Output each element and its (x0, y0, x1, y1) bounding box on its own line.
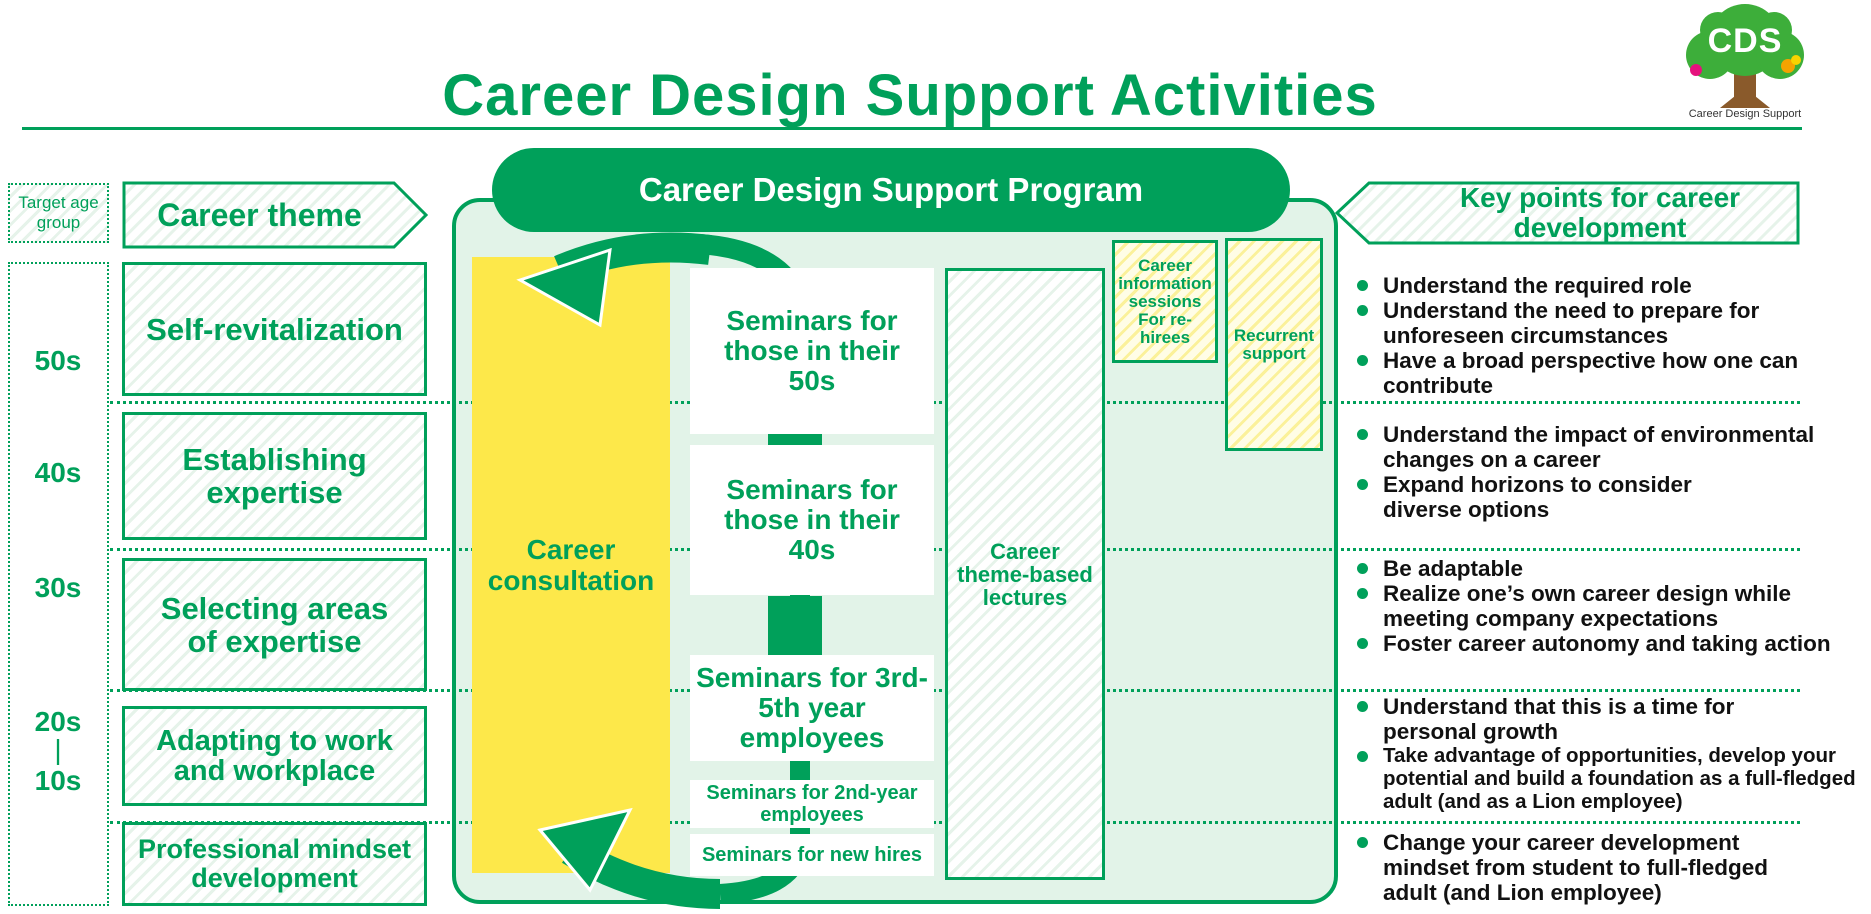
age-column (8, 262, 109, 906)
theme-professional-mindset: Professional mindset development (122, 822, 427, 906)
key-point: Understand the need to prepare for unfor… (1355, 298, 1795, 348)
key-point: Understand that this is a time for perso… (1355, 694, 1795, 744)
key-point: Be adaptable (1355, 556, 1865, 581)
seminar-3rd-5th-year: Seminars for 3rd-5th year employees (690, 655, 934, 761)
pentagon-arrow-shape (122, 181, 429, 249)
target-age-header: Target age group (8, 183, 109, 243)
theme-establishing-expertise: Establishing expertise (122, 412, 427, 540)
key-point: Foster career autonomy and taking action (1355, 631, 1835, 656)
left-pentagon-shape (1335, 181, 1800, 245)
title-underline (22, 127, 1802, 130)
page-title: Career Design Support Activities (442, 63, 1378, 128)
theme-self-revitalization: Self-revitalization (122, 262, 427, 396)
career-info-sessions: Career information sessions For re-hiree… (1112, 240, 1218, 363)
age-separator: | (54, 734, 62, 765)
seminar-50s: Seminars for those in their 50s (690, 268, 934, 434)
logo-caption: Career Design Support (1688, 108, 1802, 120)
key-point: Expand horizons to consider diverse opti… (1355, 472, 1775, 522)
age-20s: 20s (34, 706, 82, 737)
key-point: Realize one’s own career design while me… (1355, 581, 1825, 631)
logo-text: CDS (1707, 22, 1783, 60)
key-points-header: Key points for career development (1335, 181, 1801, 245)
seminar-40s: Seminars for those in their 40s (690, 445, 934, 595)
age-30s: 30s (34, 572, 82, 603)
cds-logo: CDS Career Design Support (1670, 0, 1820, 125)
tree-logo-icon (1686, 4, 1804, 108)
program-header: Career Design Support Program (492, 148, 1290, 232)
key-point: Understand the impact of environmental c… (1355, 422, 1815, 472)
key-point: Change your career development mindset f… (1355, 830, 1795, 905)
key-points-label: Key points for career development (1459, 182, 1741, 243)
career-consultation: Career consultation (472, 257, 670, 873)
career-theme-header: Career theme (122, 181, 429, 249)
seminar-2nd-year: Seminars for 2nd-year employees (690, 780, 934, 828)
seminar-new-hires: Seminars for new hires (690, 834, 934, 876)
age-10s: 10s (34, 765, 82, 796)
age-50s: 50s (34, 345, 82, 376)
age-40s: 40s (34, 457, 82, 488)
theme-adapting-to-work: Adapting to work and workplace (122, 706, 427, 806)
recurrent-support: Recurrent support (1225, 238, 1323, 451)
key-point: Take advantage of opportunities, develop… (1355, 744, 1867, 813)
career-theme-label: Career theme (157, 196, 362, 233)
career-theme-lectures: Career theme-based lectures (945, 268, 1105, 880)
seminar-connector-mid (768, 596, 822, 658)
key-point: Understand the required role (1355, 273, 1865, 298)
theme-selecting-areas: Selecting areas of expertise (122, 558, 427, 691)
key-point: Have a broad perspective how one can con… (1355, 348, 1805, 398)
